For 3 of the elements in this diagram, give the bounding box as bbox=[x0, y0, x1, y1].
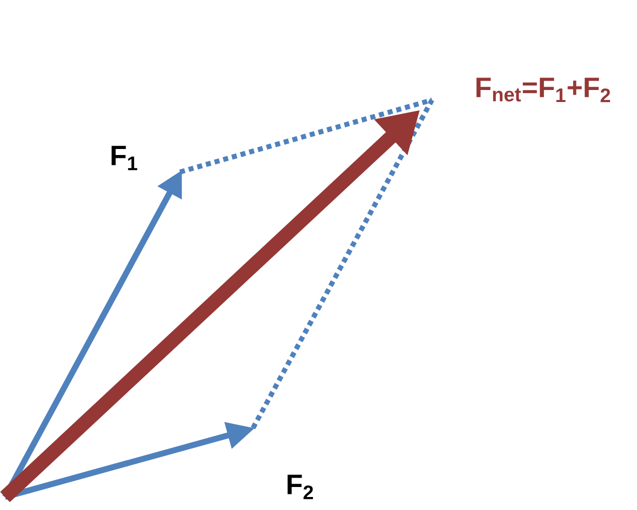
vector-label: F$_{2}$ bbox=[288, 474, 313, 500]
vector-label: F$_{net}$=F$_{1}$+F$_{2}$ bbox=[476, 78, 610, 102]
vector-label: F$_{1}$ bbox=[112, 146, 138, 170]
